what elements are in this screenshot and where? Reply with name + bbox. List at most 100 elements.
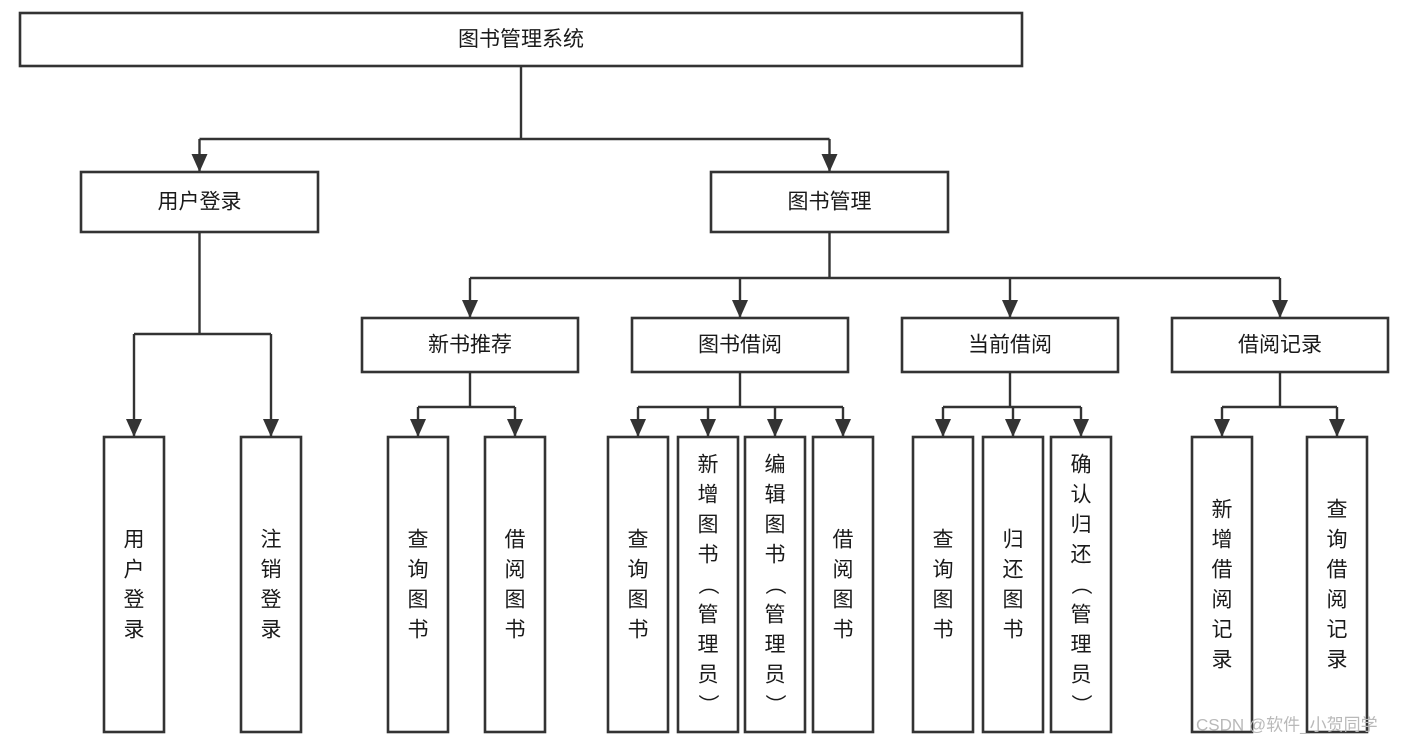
node-box[interactable]	[1049, 435, 1113, 734]
connector-layer	[126, 66, 1345, 437]
node-label-char: 查	[933, 529, 954, 552]
node-box[interactable]	[483, 435, 547, 734]
node-box[interactable]	[102, 435, 166, 734]
node-label-char: ）	[1069, 694, 1092, 715]
node-label-char: 借	[1212, 559, 1233, 582]
node-label-char: 询	[408, 559, 429, 582]
node-box[interactable]	[709, 170, 950, 234]
node-box[interactable]	[981, 435, 1045, 734]
node-box[interactable]	[911, 435, 975, 734]
node-label-char: 询	[1327, 529, 1348, 552]
node-label-char: 阅	[833, 559, 854, 582]
node-label-char: 查	[1327, 499, 1348, 522]
node-label-char: 书	[933, 619, 954, 642]
node-leaf-rec-query[interactable]: 查询图书查询图书	[386, 435, 450, 734]
node-box[interactable]	[239, 435, 303, 734]
node-root[interactable]: 图书管理系统	[18, 11, 1024, 68]
node-label-char: 增	[1212, 529, 1233, 552]
node-leaf-rec-add[interactable]: 新增借阅记录新增借阅记录	[1190, 435, 1254, 734]
node-leaf-cur-query[interactable]: 查询图书查询图书	[911, 435, 975, 734]
node-box[interactable]	[1305, 435, 1369, 734]
node-label-char: 图	[698, 514, 719, 537]
node-label-char: （	[1069, 574, 1092, 595]
node-label: 用户登录	[158, 191, 242, 214]
node-label-char: 借	[1327, 559, 1348, 582]
node-leaf-rec-query2[interactable]: 查询借阅记录查询借阅记录	[1305, 435, 1369, 734]
node-box[interactable]	[630, 316, 850, 374]
node-leaf-borrow-lend[interactable]: 借阅图书借阅图书	[811, 435, 875, 734]
node-leaf-user-login[interactable]: 用户登录用户登录	[102, 435, 166, 734]
node-label-char: 图	[628, 589, 649, 612]
node-label-char: 还	[1003, 559, 1024, 582]
arrow-head-icon	[1329, 419, 1345, 437]
node-label-char: 询	[628, 559, 649, 582]
node-label-char: 录	[261, 619, 282, 642]
node-leaf-borrow-query[interactable]: 查询图书查询图书	[606, 435, 670, 734]
node-book-manage[interactable]: 图书管理	[709, 170, 950, 234]
arrow-head-icon	[1002, 300, 1018, 318]
node-leaf-logout[interactable]: 注销登录注销登录	[239, 435, 303, 734]
node-label-char: 记	[1327, 619, 1348, 642]
node-label: 图书管理系统	[458, 28, 584, 51]
node-new-book-rec[interactable]: 新书推荐	[360, 316, 580, 374]
node-label-char: 阅	[1327, 589, 1348, 612]
node-label-char: 新	[1212, 499, 1233, 522]
node-user-login[interactable]: 用户登录	[79, 170, 320, 234]
node-label-char: 询	[933, 559, 954, 582]
node-label: 图书管理	[788, 191, 872, 214]
node-label-char: 员	[698, 664, 719, 687]
node-label-char: 阅	[505, 559, 526, 582]
csdn-watermark: CSDN @软件_小贺同学	[1196, 715, 1378, 734]
node-box[interactable]	[386, 435, 450, 734]
node-box[interactable]	[676, 435, 740, 734]
arrow-head-icon	[700, 419, 716, 437]
node-label-char: 归	[1071, 514, 1092, 537]
node-label-char: 员	[765, 664, 786, 687]
node-label-char: 销	[261, 559, 282, 582]
arrow-head-icon	[191, 154, 208, 172]
node-label-char: 查	[628, 529, 649, 552]
node-borrow-record[interactable]: 借阅记录	[1170, 316, 1390, 374]
node-current-borrow[interactable]: 当前借阅	[900, 316, 1120, 374]
node-box[interactable]	[743, 435, 807, 734]
node-label-char: 图	[1003, 589, 1024, 612]
node-label-char: ）	[696, 694, 719, 715]
node-box[interactable]	[606, 435, 670, 734]
node-box[interactable]	[811, 435, 875, 734]
node-label-char: 员	[1071, 664, 1092, 687]
node-box[interactable]	[1170, 316, 1390, 374]
node-label-char: 认	[1071, 484, 1092, 507]
node-box[interactable]	[900, 316, 1120, 374]
node-label-char: 图	[408, 589, 429, 612]
arrow-head-icon	[263, 419, 279, 437]
node-label-char: 登	[261, 589, 282, 612]
node-label-char: 新	[698, 454, 719, 477]
node-label-char: 还	[1071, 544, 1092, 567]
node-label-char: 书	[765, 544, 786, 567]
node-label-char: （	[696, 574, 719, 595]
node-label-char: （	[763, 574, 786, 595]
node-label-char: 借	[833, 529, 854, 552]
node-label-char: 管	[698, 604, 719, 627]
node-label-char: 图	[505, 589, 526, 612]
node-book-borrow[interactable]: 图书借阅	[630, 316, 850, 374]
node-box[interactable]	[360, 316, 580, 374]
arrow-head-icon	[507, 419, 523, 437]
node-label: 图书借阅	[698, 334, 782, 357]
node-leaf-cur-return[interactable]: 归还图书归还图书	[981, 435, 1045, 734]
node-label-char: 图	[765, 514, 786, 537]
arrow-head-icon	[821, 154, 838, 172]
node-leaf-rec-borrow[interactable]: 借阅图书借阅图书	[483, 435, 547, 734]
node-box[interactable]	[1190, 435, 1254, 734]
node-label-char: 注	[261, 529, 282, 552]
node-label-char: 管	[1071, 604, 1092, 627]
node-label: 借阅记录	[1238, 334, 1322, 357]
node-label-char: 理	[765, 634, 786, 657]
node-box[interactable]	[18, 11, 1024, 68]
node-box[interactable]	[79, 170, 320, 234]
